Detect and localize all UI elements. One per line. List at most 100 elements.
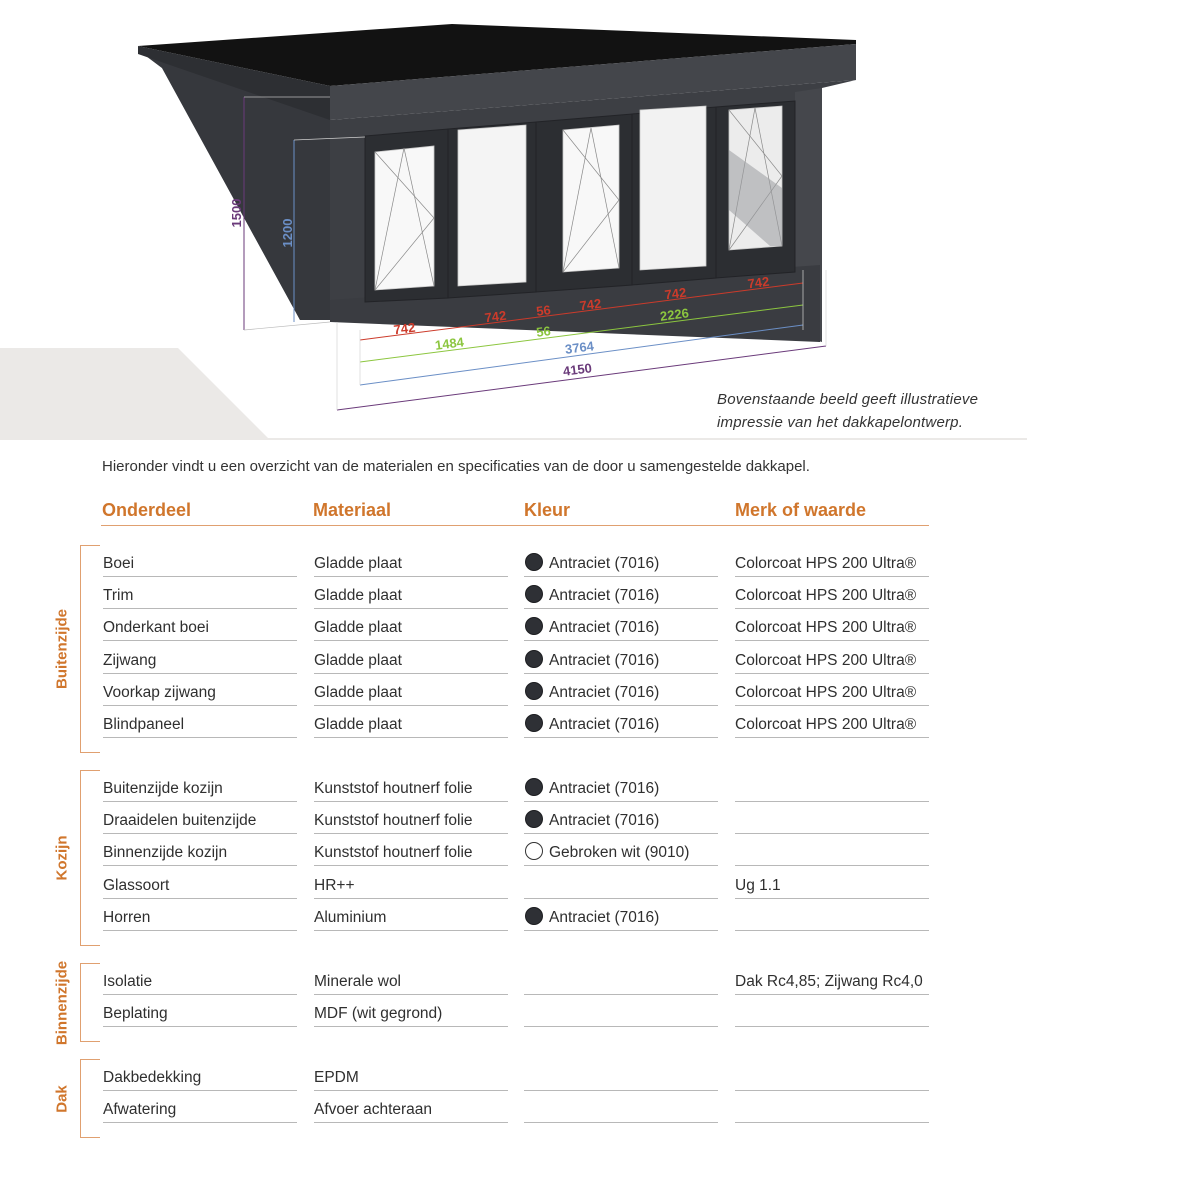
- header-materiaal: Materiaal: [313, 500, 392, 520]
- row-divider: [735, 801, 929, 802]
- page-background-shape: [0, 348, 1027, 440]
- row-divider: [103, 576, 297, 577]
- row-divider: [735, 897, 929, 899]
- color-swatch-antraciet: [525, 585, 543, 604]
- dormer-illustration: 1500 1200 742 742 56 742 742 742 1484 56…: [0, 24, 1027, 440]
- cell-onderdeel: Boei: [103, 555, 135, 572]
- cell-onderdeel: Voorkap zijwang: [103, 683, 216, 701]
- cell-merk: Colorcoat HPS 200 Ultra®: [735, 716, 917, 733]
- width-label-mullion-2: 56: [535, 323, 551, 340]
- cell-merk: Colorcoat HPS 200 Ultra®: [735, 683, 917, 701]
- color-swatch-antraciet: [525, 714, 543, 732]
- row-divider: [735, 1090, 929, 1091]
- intro-text: Hieronder vindt u een overzicht van de m…: [102, 458, 810, 475]
- cell-onderdeel: Glassoort: [103, 876, 170, 894]
- cell-kleur: Antraciet (7016): [549, 587, 660, 605]
- fascia-side: [138, 46, 330, 120]
- row-divider: [103, 704, 297, 706]
- row-divider: [524, 1090, 718, 1091]
- cell-merk: Colorcoat HPS 200 Ultra®: [735, 555, 917, 572]
- row-divider: [735, 833, 929, 835]
- width-label-frame-3764: 3764: [564, 338, 595, 357]
- row-divider: [314, 640, 508, 642]
- color-swatch-antraciet: [525, 778, 543, 796]
- glass-reflection: [729, 150, 782, 246]
- row-divider: [524, 704, 718, 706]
- side-wall-shade: [138, 50, 330, 320]
- row-divider: [314, 801, 508, 802]
- group-label-buitenzijde: Buitenzijde: [53, 608, 71, 690]
- height-dimension-1200: 1200: [280, 136, 366, 322]
- group-bracket-binnenzijde: [80, 963, 100, 1043]
- row-divider: [314, 704, 508, 706]
- group-label-dak: Dak: [53, 1084, 71, 1113]
- row-divider: [314, 1090, 508, 1091]
- cell-materiaal: Gladde plaat: [314, 619, 402, 637]
- color-swatch-antraciet: [525, 906, 543, 925]
- cell-materiaal: Kunststof houtnerf folie: [314, 812, 473, 830]
- cell-kleur: Antraciet (7016): [549, 619, 660, 637]
- row-divider: [314, 672, 508, 674]
- width-label-mullion-1: 56: [535, 302, 551, 319]
- row-divider: [314, 929, 508, 931]
- color-swatch-gebroken-wit: [525, 842, 543, 861]
- header-merk: Merk of waarde: [735, 500, 867, 520]
- cell-onderdeel: Draaidelen buitenzijde: [103, 812, 257, 830]
- width-label-window-2: 742: [484, 308, 507, 326]
- row-divider: [735, 994, 929, 995]
- row-divider: [103, 672, 297, 674]
- cell-merk: Colorcoat HPS 200 Ultra®: [735, 619, 917, 637]
- row-divider: [524, 929, 718, 931]
- roof-top: [138, 24, 856, 86]
- height-label-1200: 1200: [280, 219, 295, 248]
- cell-materiaal: Gladde plaat: [314, 587, 402, 605]
- cell-merk: Colorcoat HPS 200 Ultra®: [735, 587, 917, 605]
- cell-materiaal: Gladde plaat: [314, 716, 402, 733]
- caption-line-1: Bovenstaande beeld geeft illustratieve: [717, 391, 979, 408]
- row-divider: [314, 897, 508, 899]
- cell-materiaal: MDF (wit gegrond): [314, 1005, 443, 1023]
- cell-materiaal: HR++: [314, 876, 355, 894]
- row-divider: [735, 929, 929, 931]
- row-divider: [524, 801, 718, 802]
- row-divider: [314, 1026, 508, 1028]
- fascia-front: [330, 44, 856, 120]
- row-divider: [524, 1026, 718, 1028]
- row-divider: [735, 1026, 929, 1028]
- cell-materiaal: Kunststof houtnerf folie: [314, 844, 473, 862]
- cell-onderdeel: Onderkant boei: [103, 619, 209, 637]
- row-divider: [735, 1122, 929, 1124]
- width-label-window-3: 742: [579, 296, 602, 314]
- cell-kleur: Antraciet (7016): [549, 812, 660, 830]
- cell-onderdeel: Binnenzijde kozijn: [103, 844, 228, 862]
- row-divider: [314, 608, 508, 610]
- row-divider: [314, 865, 508, 867]
- width-label-group-1484: 1484: [434, 334, 465, 353]
- row-divider: [314, 833, 508, 835]
- row-divider: [524, 737, 718, 738]
- width-dimensions: [336, 270, 827, 411]
- group-label-binnenzijde: Binnenzijde: [53, 960, 71, 1045]
- cell-materiaal: Kunststof houtnerf folie: [314, 780, 473, 797]
- cell-merk: Dak Rc4,85; Zijwang Rc4,0: [735, 973, 923, 990]
- cell-onderdeel: Isolatie: [103, 973, 153, 990]
- row-divider: [103, 865, 297, 867]
- cell-onderdeel: Horren: [103, 908, 151, 926]
- cell-kleur: Antraciet (7016): [549, 555, 660, 572]
- cell-materiaal: Minerale wol: [314, 973, 402, 990]
- color-swatch-antraciet: [525, 649, 543, 668]
- row-divider: [103, 608, 297, 610]
- row-divider: [524, 672, 718, 674]
- group-label-kozijn: Kozijn: [53, 835, 71, 881]
- caption-line-2: impressie van het dakkapelontwerp.: [717, 414, 964, 431]
- row-divider: [735, 865, 929, 867]
- row-divider: [103, 1122, 297, 1124]
- row-divider: [103, 897, 297, 899]
- cell-onderdeel: Buitenzijde kozijn: [103, 780, 223, 797]
- row-divider: [524, 576, 718, 577]
- color-swatch-antraciet: [525, 553, 543, 571]
- cell-materiaal: Gladde plaat: [314, 683, 402, 701]
- width-label-total-4150: 4150: [562, 360, 593, 379]
- group-bracket-dak: [80, 1059, 100, 1139]
- front-panel-lower: [330, 265, 820, 342]
